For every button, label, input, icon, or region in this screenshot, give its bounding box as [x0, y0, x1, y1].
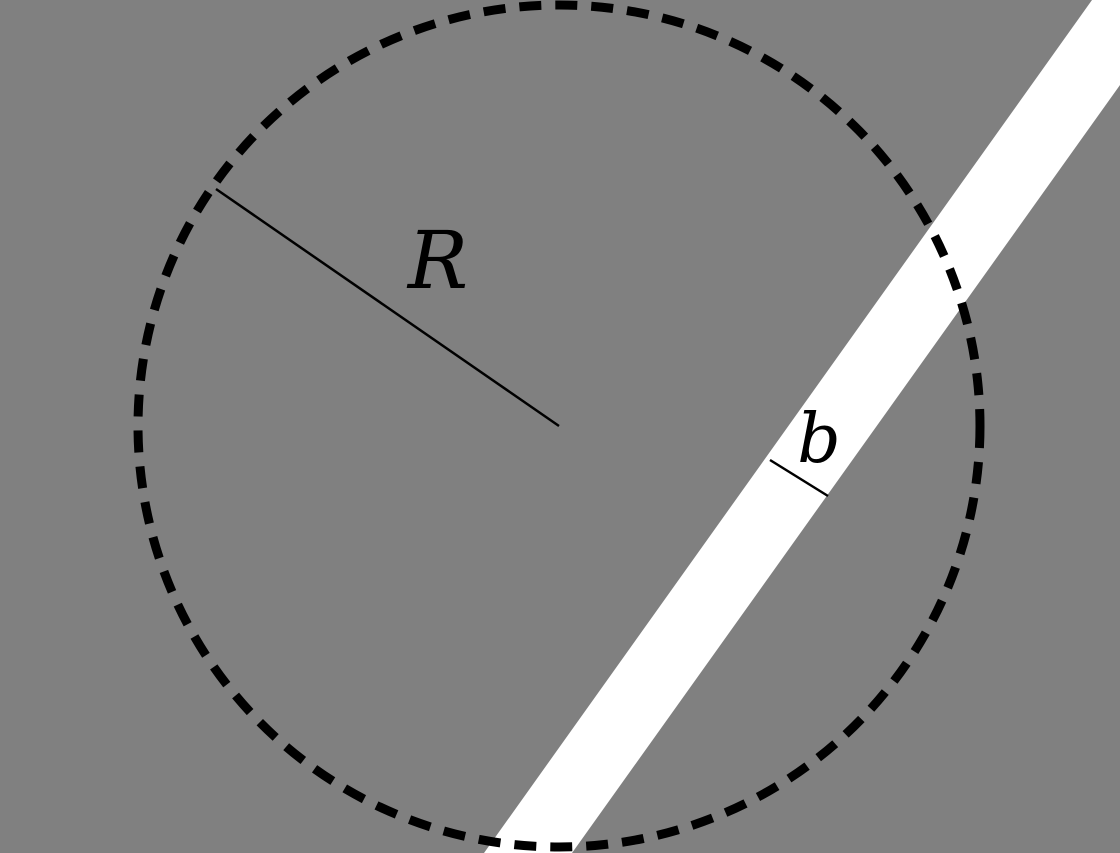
- dashed-circle: [133, 0, 985, 852]
- white-stripe: [484, 0, 1120, 853]
- radius-label: R: [406, 214, 468, 307]
- width-line: [769, 458, 829, 498]
- width-label: b: [797, 400, 841, 479]
- radius-line: [215, 187, 560, 428]
